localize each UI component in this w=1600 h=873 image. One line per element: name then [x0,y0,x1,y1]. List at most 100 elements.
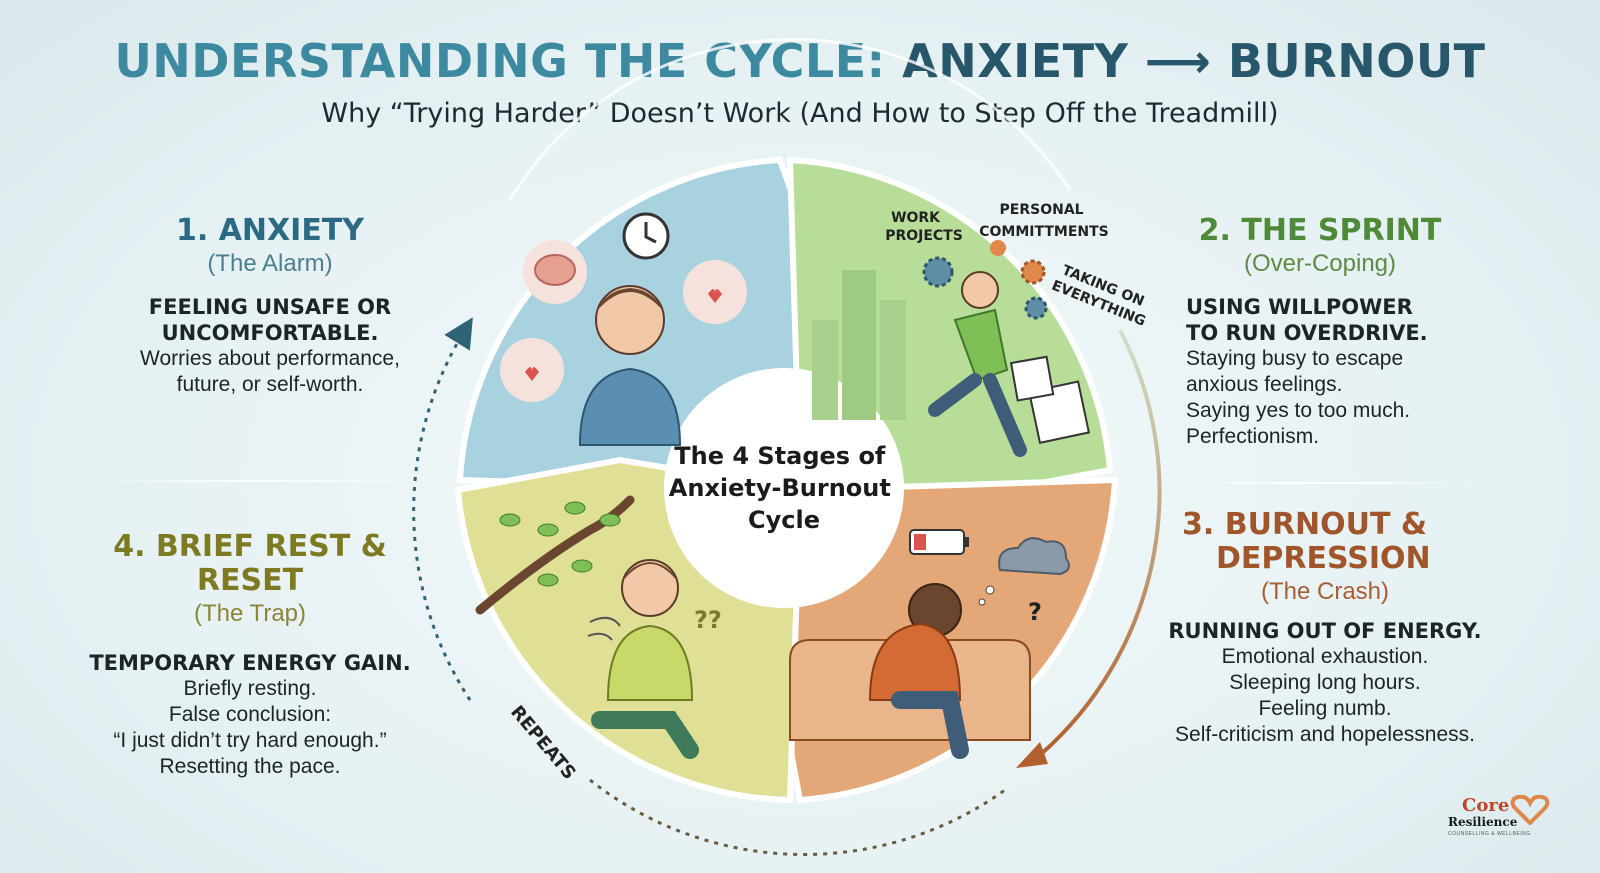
cloud-icon [998,537,1070,576]
stage-anxiety-heading: 1. ANXIETY [175,213,364,248]
stage-anxiety-panel: 1. ANXIETY (The Alarm) FEELING UNSAFE OR… [110,214,430,398]
body-line: Emotional exhaustion. [1221,645,1429,668]
city-building [842,270,876,420]
title-arrow: ⟶ [1144,34,1212,88]
stage-anxiety-lead: FEELING UNSAFE OR UNCOMFORTABLE. [110,294,430,346]
stage-burnout-panel: 3. BURNOUT & DEPRESSION (The Crash) RUNN… [1160,508,1490,748]
stage-rest-lead: TEMPORARY ENERGY GAIN. [55,650,445,676]
leaf [537,523,559,537]
gear-icon [922,256,954,288]
center-title-line-1: The 4 Stages of [674,442,886,470]
right-arrowhead [1016,742,1048,768]
leaf [537,573,559,587]
stage-rest-body: Briefly resting. False conclusion: “I ju… [55,676,445,780]
center-circle [664,368,904,608]
resting-person-body [606,624,694,701]
rest-illustration: ?? [475,495,722,759]
lead-line: TO RUN OVERDRIVE. [1186,321,1428,345]
stage-rest-heading: 4. BRIEF REST & RESET [113,529,387,598]
bottom-dashed-arc [589,778,1006,857]
stage-sprint-heading: 2. THE SPRINT [1198,213,1442,248]
stage-sprint-subheading: (Over-Coping) [1243,250,1397,277]
stage-burnout-lead: RUNNING OUT OF ENERGY. [1160,618,1490,644]
page-subtitle: Why “Trying Harder” Doesn’t Work (And Ho… [321,98,1279,129]
tree-branch [475,495,635,615]
stage-rest-subheading: (The Trap) [193,600,307,627]
gear-icon [1024,296,1048,320]
center-title-line-3: Cycle [748,506,820,534]
leaf [499,513,521,527]
title-anxiety: ANXIETY [902,34,1129,88]
logo-line-1: Core [1462,795,1510,816]
stage-anxiety-subheading: (The Alarm) [207,250,333,277]
lead-line: USING WILLPOWER [1186,295,1413,319]
chest-heart-icon [500,338,564,402]
ball-icon [990,240,1006,256]
gear-icon [1020,259,1046,285]
svg-text:TAKING ON EVERYTHING: TAKING ON EVERYTHING [1049,261,1154,330]
body-line: False conclusion: [168,703,332,726]
body-line: Briefly resting. [183,677,317,700]
city-building [812,320,838,420]
leaf [571,559,593,573]
lead-line: UNCOMFORTABLE. [161,321,379,345]
resting-person-head [621,559,679,617]
city-building [880,300,906,420]
divider-right [1160,482,1490,484]
lead-line: RUNNING OUT OF ENERGY. [1168,619,1482,643]
breeze-icon [587,616,621,641]
stage-burnout-subheading: (The Crash) [1260,578,1390,605]
runner-head [961,271,999,309]
worried-person-head [595,285,665,355]
stage-sprint-body: Staying busy to escape anxious feelings.… [1170,346,1470,450]
question-marks: ?? [694,606,722,634]
resting-person-legs [591,711,699,759]
body-line: Perfectionism. [1186,425,1320,448]
sad-person-body [868,622,962,701]
body-line: Self-criticism and hopelessness. [1175,723,1475,746]
logo-line-3: COUNSELLING & WELLBEING [1448,831,1531,837]
leaf [564,501,586,515]
label-commitments: COMMITTMENTS [979,224,1109,240]
body-line: Staying busy to escape [1186,347,1404,370]
question-mark: ? [1028,598,1042,626]
halo-arc-top [508,38,1072,201]
label-projects: PROJECTS [885,228,963,244]
right-cycle-arrow [1038,329,1162,757]
leaf [599,513,621,527]
runner-body [953,308,1009,382]
stage-rest-panel: 4. BRIEF REST & RESET (The Trap) TEMPORA… [55,530,445,780]
anxiety-illustration [500,212,747,446]
worried-person-body [578,367,682,446]
center-title-line-2: Anxiety-Burnout [669,474,891,502]
body-line: Resetting the pace. [159,755,341,778]
body-line: Saying yes to too much. [1186,399,1411,422]
divider-left [80,480,440,482]
body-line: anxious feelings. [1186,373,1343,396]
calendar-icon [1009,355,1055,402]
sad-person-legs [891,691,969,759]
label-work: WORK [891,210,941,226]
svg-text:WORK PROJECTS: WORK PROJECTS [885,210,963,244]
logo-line-2: Resilience [1448,815,1518,829]
stage-burnout-body: Emotional exhaustion. Sleeping long hour… [1160,644,1490,748]
heart-chest-icon [683,260,747,324]
body-line: Feeling numb. [1258,697,1392,720]
stage-sprint-panel: 2. THE SPRINT (Over-Coping) USING WILLPO… [1170,214,1470,450]
stage-burnout-heading-1: 3. BURNOUT & [1182,507,1428,542]
body-line: Worries about performance, [140,347,400,370]
burnout-illustration: ? [789,529,1070,759]
body-line: future, or self-worth. [176,373,364,396]
svg-text:PERSONAL COMMITTMENTS: PERSONAL COMMITTMENTS [979,202,1109,240]
body-line: Sleeping long hours. [1229,671,1421,694]
logo-heart-icon [1510,795,1550,825]
sprint-illustration: WORK PROJECTS PERSONAL COMMITTMENTS TAKI… [812,202,1154,457]
label-personal: PERSONAL [1000,202,1084,218]
lead-line: TEMPORARY ENERGY GAIN. [89,651,411,675]
body-line: “I just didn’t try hard enough.” [113,729,387,752]
lead-line: FEELING UNSAFE OR [148,295,392,319]
title-burnout: BURNOUT [1227,34,1486,88]
calendar-icon [1027,380,1091,445]
brand-logo: Core Resilience COUNSELLING & WELLBEING [1448,795,1558,840]
